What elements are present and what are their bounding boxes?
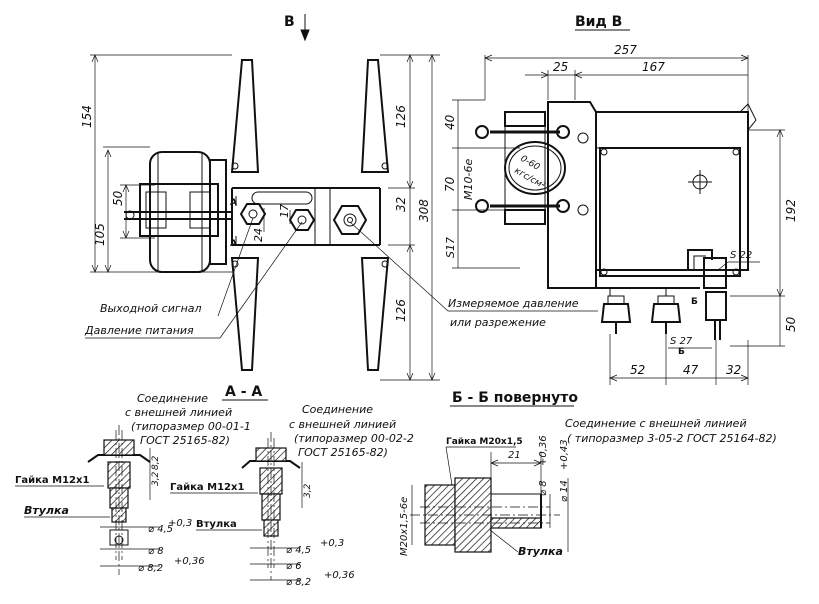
bb-dim-d8-tol: +0,36 xyxy=(538,435,549,466)
svg-text:с внешней линией: с внешней линией xyxy=(125,406,232,419)
upper-arms xyxy=(230,59,390,173)
aa2-dim-d4-5: ⌀ 4,5 xyxy=(286,545,311,556)
section-mark-b-1: Б xyxy=(691,297,698,307)
vid-b-title: Вид В xyxy=(575,14,622,30)
dim-126-bottom: 126 xyxy=(394,299,408,322)
dim-24: 24 xyxy=(252,228,265,242)
connection-3-note: Соединение с внешней линией ( типоразмер… xyxy=(565,417,777,445)
dim-32: 32 xyxy=(394,197,408,212)
central-plate xyxy=(231,187,381,246)
fitting-side-2 xyxy=(650,295,682,334)
capsule-assembly xyxy=(124,151,232,273)
dim-25: 25 xyxy=(553,60,568,74)
aa2-dim-d8-2-tol: +0,36 xyxy=(324,570,355,581)
svg-text:Соединение: Соединение xyxy=(302,403,373,416)
dim-105: 105 xyxy=(93,223,107,246)
svg-text:А: А xyxy=(230,239,237,249)
connection-2-note: Соединение с внешней линией (типоразмер … xyxy=(289,403,414,459)
aa1-dim-8-2: 8,2 xyxy=(151,455,161,470)
fitting-section-1 xyxy=(87,425,151,575)
fitting-measured-pressure xyxy=(332,205,368,235)
svg-text:с внешней линией: с внешней линией xyxy=(289,418,396,431)
lower-arms xyxy=(230,257,390,371)
svg-text:Выходной сигнал: Выходной сигнал xyxy=(100,302,202,315)
callout-output-signal: Выходной сигнал xyxy=(100,217,254,317)
aa1-dim-d8-2: ⌀ 8,2 xyxy=(138,563,163,574)
svg-text:или разрежение: или разрежение xyxy=(450,316,546,329)
dim-m10: М10-6е xyxy=(462,159,475,200)
dim-s22: S 22 xyxy=(730,250,752,261)
aa1-dim-d4-5: ⌀ 4,5 xyxy=(148,524,173,535)
dim-52: 52 xyxy=(630,363,645,377)
svg-text:ГОСТ 25165-82): ГОСТ 25165-82) xyxy=(298,446,388,459)
connection-1-nut: Гайка М12х1 xyxy=(15,475,89,486)
dim-50: 50 xyxy=(111,190,125,206)
dim-167: 167 xyxy=(642,60,665,74)
aa2-dim-d8-2: ⌀ 8,2 xyxy=(286,577,311,588)
capsule-side: 0-60 кгс/см² xyxy=(475,111,570,225)
svg-text:( типоразмер 3-05-2 ГОСТ 25164: ( типоразмер 3-05-2 ГОСТ 25164-82) xyxy=(567,432,777,445)
view-arrow-letter: В xyxy=(284,14,295,30)
fitting-supply-pressure xyxy=(288,209,316,231)
dim-308: 308 xyxy=(417,199,431,222)
bb-dim-d14: ⌀ 14 xyxy=(559,480,570,502)
dim-257: 257 xyxy=(614,43,637,57)
section-mark-a: А А xyxy=(230,196,237,249)
aa1-dim-d8-2-tol: +0,36 xyxy=(174,556,205,567)
svg-text:ГОСТ 25165-82): ГОСТ 25165-82) xyxy=(140,434,230,447)
dim-s27: S 27 xyxy=(670,336,693,347)
section-aa-title: А - А xyxy=(225,384,262,400)
svg-text:(типоразмер 00-02-2: (типоразмер 00-02-2 xyxy=(294,432,414,445)
connection-1-note: Соединение с внешней линией (типоразмер … xyxy=(125,392,251,447)
svg-text:Соединение с внешней линией: Соединение с внешней линией xyxy=(565,417,747,430)
callout-measured-pressure: Измеряемое давление или разрежение xyxy=(349,221,598,329)
section-bb-title: Б - Б повернуто xyxy=(452,390,578,406)
aa1-dim-d8: ⌀ 8 xyxy=(148,546,164,557)
dim-47: 47 xyxy=(683,363,699,377)
svg-text:А: А xyxy=(230,198,237,208)
bb-dim-m20: М20х1,5-6е xyxy=(399,497,410,556)
aa2-dim-d6: ⌀ 6 xyxy=(286,561,302,572)
bb-dim-21: 21 xyxy=(508,450,521,461)
aa2-dim-3-2: 3,2 xyxy=(303,483,313,498)
fitting-section-2 xyxy=(241,432,301,580)
fitting-output-signal xyxy=(239,203,267,225)
nameplate-unit: кгс/см² xyxy=(513,166,547,192)
callout-supply-pressure: Давление питания xyxy=(84,221,303,339)
bb-dim-d8: ⌀ 8 xyxy=(538,480,549,496)
view-arrow-b: В xyxy=(284,14,310,42)
dim-s17: S17 xyxy=(444,237,457,258)
aa2-dim-d4-5-tol: +0,3 xyxy=(320,538,344,549)
side-view-b: Вид В 257 25 167 40 70 S17 М10-6е xyxy=(443,14,798,385)
dim-126-top: 126 xyxy=(394,105,408,128)
connection-3-sleeve: Втулка xyxy=(518,545,563,558)
fitting-side-pipe xyxy=(687,249,727,340)
aa1-dim-d4-5-tol: +0,3 xyxy=(168,518,192,529)
svg-text:(типоразмер 00-01-1: (типоразмер 00-01-1 xyxy=(131,420,251,433)
dim-32-side: 32 xyxy=(726,363,741,377)
bb-dim-d14-tol: +0,43 xyxy=(559,439,570,470)
section-bb: Б - Б повернуто Соединение с внешней лин… xyxy=(399,390,777,558)
dim-192: 192 xyxy=(784,199,798,222)
fitting-section-3 xyxy=(410,477,560,553)
dim-154: 154 xyxy=(80,105,94,128)
section-aa: А - А Соединение с внешней линией (типор… xyxy=(15,384,414,588)
svg-text:Соединение: Соединение xyxy=(137,392,208,405)
connection-2-sleeve: Втулка xyxy=(196,519,237,530)
aa1-dim-3-2: 3,2 xyxy=(151,471,161,486)
svg-text:Измеряемое давление: Измеряемое давление xyxy=(448,297,579,310)
connection-3-nut: Гайка М20х1,5 xyxy=(446,437,523,447)
front-view: В 154 105 50 xyxy=(80,14,598,381)
svg-text:Давление питания: Давление питания xyxy=(84,324,194,337)
dim-70: 70 xyxy=(443,176,457,192)
housing-body xyxy=(547,101,757,296)
dim-50-side: 50 xyxy=(784,316,798,332)
connection-1-sleeve: Втулка xyxy=(24,504,69,517)
dim-17: 17 xyxy=(278,204,291,218)
section-mark-b-2: Б xyxy=(678,347,685,357)
connection-2-nut: Гайка М12х1 xyxy=(170,482,244,493)
fitting-side-1 xyxy=(600,295,632,334)
dim-40: 40 xyxy=(443,114,457,130)
